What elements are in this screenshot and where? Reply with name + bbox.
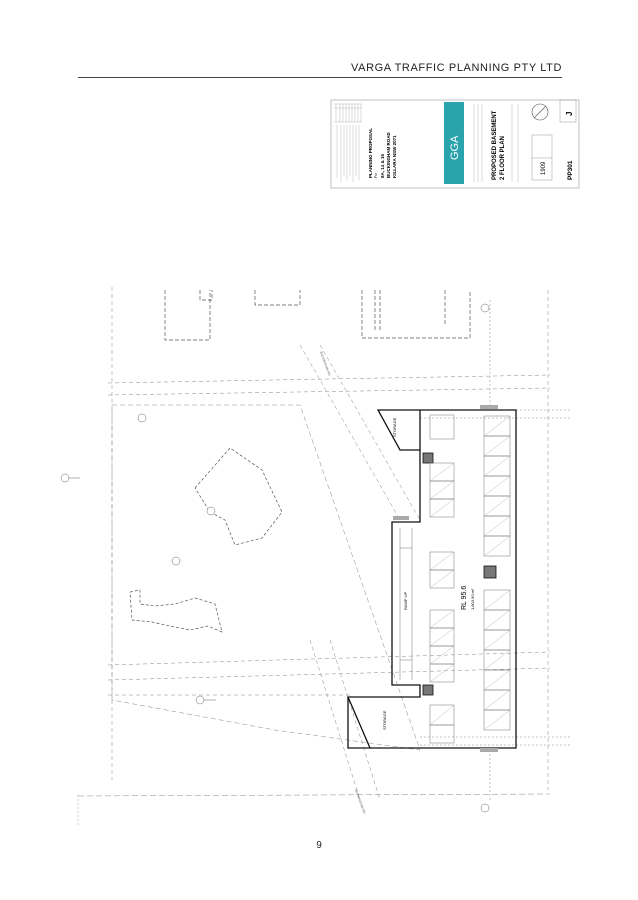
revision-letter: J xyxy=(565,112,574,116)
project-type: PLANNING PROPOSAL xyxy=(368,128,373,178)
neighbour-buildings xyxy=(164,290,471,341)
grid-markers xyxy=(60,303,490,813)
existing-building-2 xyxy=(129,589,223,633)
north-arrow-icon xyxy=(531,103,549,121)
bay-diagonals xyxy=(429,415,511,731)
parking-bays xyxy=(429,414,511,744)
site-lines xyxy=(77,287,570,801)
storage-label-bottom: STORAGE xyxy=(382,710,387,730)
job-number: 1909 xyxy=(541,161,547,175)
area-label: 1,803.90 m² xyxy=(470,588,475,610)
street-label-top: BUCKINGHAM RD xyxy=(319,351,332,377)
drawing-title-line-2: 2 FLOOR PLAN xyxy=(500,136,506,180)
gga-logo xyxy=(444,102,464,184)
title-block: PLANNING PROPOSAL For 8A, 14 & 16 BUCKIN… xyxy=(330,99,580,189)
storage-label-top: STORAGE xyxy=(392,417,397,437)
ramp-label: RAMP UP xyxy=(403,592,408,610)
basement-outline xyxy=(347,409,517,749)
gga-logo-text: GGA xyxy=(449,135,461,160)
revision-table xyxy=(334,103,362,123)
drawing-number: PP301 xyxy=(567,160,574,180)
site-lot xyxy=(111,404,421,751)
stair-cores xyxy=(393,405,498,752)
drawing-title-line-1: PROPOSED BASEMENT xyxy=(492,110,498,180)
project-for: For xyxy=(374,172,378,178)
header-rule xyxy=(78,77,562,78)
header-company: VARGA TRAFFIC PLANNING PTY LTD xyxy=(351,62,562,74)
address-line-3: KILLARA NSW 2071 xyxy=(392,135,397,178)
page-number: 9 xyxy=(316,840,322,851)
address-line-2: BUCKINGHAM ROAD xyxy=(386,132,391,178)
address-line-1: 8A, 14 & 16 xyxy=(380,153,385,178)
street-label-bottom: BUCKINGHAM RD xyxy=(354,789,367,815)
ramp xyxy=(399,528,413,680)
rl-label: RL 95.6 xyxy=(461,586,468,610)
existing-house xyxy=(194,447,283,546)
